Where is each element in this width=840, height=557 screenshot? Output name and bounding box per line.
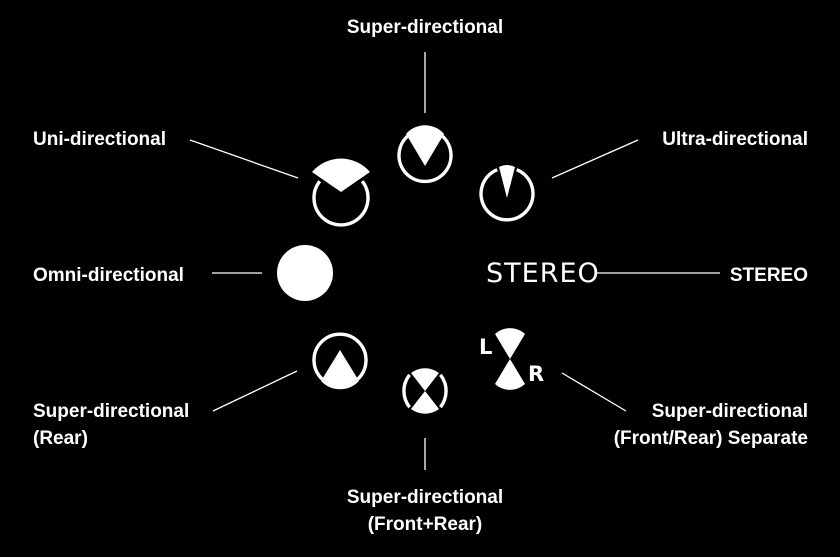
label-super-directional-rear: Super-directional (Rear) [33, 398, 189, 452]
stereo-icon-text: STEREO [486, 258, 600, 289]
connector-line-ultra-directional [551, 139, 639, 179]
connector-line-super-directional-rear [212, 370, 298, 412]
uni-directional-icon [312, 158, 370, 227]
super-directional-icon [397, 125, 453, 184]
label-super-directional: Super-directional [346, 17, 504, 38]
label-omni-directional: Omni-directional [33, 265, 184, 286]
right-channel-letter: R [528, 362, 545, 386]
label-ultra-directional: Ultra-directional [662, 129, 808, 150]
super-directional-separate-icon [495, 328, 525, 390]
label-super-directional-front-rear-line2: (Front+Rear) [367, 514, 483, 535]
label-uni-directional: Uni-directional [33, 129, 167, 150]
label-super-directional-separate-line1: Super-directional [651, 401, 808, 422]
super-directional-front-rear-icon [402, 368, 448, 414]
label-super-directional-front-rear-line1: Super-directional [346, 487, 504, 508]
ultra-directional-icon [479, 165, 535, 222]
label-super-directional-separate-line2: (Front/Rear) Separate [613, 428, 808, 449]
omni-directional-icon [277, 245, 333, 301]
label-super-directional-rear-line1: Super-directional [33, 401, 190, 422]
label-super-directional-front-rear: Super-directional (Front+Rear) [315, 484, 535, 538]
label-stereo: STEREO [729, 265, 808, 286]
label-super-directional-separate: Super-directional (Front/Rear) Separate [614, 398, 808, 452]
left-channel-letter: L [479, 335, 493, 359]
connector-line-uni-directional [189, 139, 299, 179]
connector-line-super-directional-separate [561, 372, 627, 412]
super-directional-rear-icon [312, 332, 368, 390]
label-super-directional-rear-line2: (Rear) [33, 428, 88, 449]
